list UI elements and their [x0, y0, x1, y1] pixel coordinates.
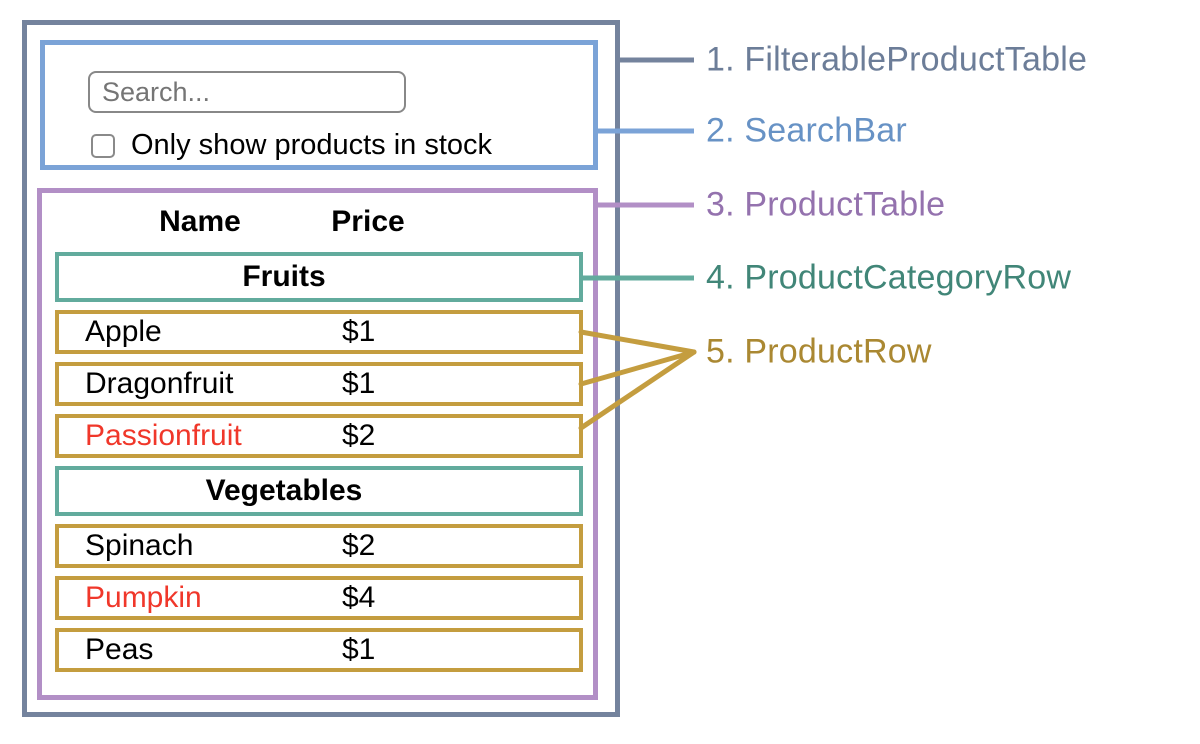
product-row-dragonfruit: Dragonfruit $1 [55, 362, 583, 406]
search-input[interactable] [88, 71, 406, 113]
category-label: Vegetables [205, 474, 363, 507]
product-price: $2 [342, 529, 376, 562]
product-name: Spinach [85, 529, 194, 562]
product-row-apple: Apple $1 [55, 310, 583, 354]
product-price: $1 [342, 633, 376, 666]
product-name: Peas [85, 633, 154, 666]
product-row-peas: Peas $1 [55, 628, 583, 672]
label-product-category-row: 4. ProductCategoryRow [706, 258, 1072, 297]
stock-filter-row: Only show products in stock [91, 129, 492, 162]
product-row-spinach: Spinach $2 [55, 524, 583, 568]
label-filterable-product-table: 1. FilterableProductTable [706, 40, 1088, 79]
label-search-bar: 2. SearchBar [706, 111, 907, 150]
category-row-fruits: Fruits [55, 252, 583, 302]
column-header-price: Price [331, 205, 405, 238]
label-product-table: 3. ProductTable [706, 185, 946, 224]
product-price: $4 [342, 581, 376, 614]
category-row-vegetables: Vegetables [55, 466, 583, 516]
table-header: Name Price [42, 205, 593, 238]
product-name: Passionfruit [85, 419, 242, 452]
in-stock-checkbox[interactable] [91, 133, 115, 158]
product-table-box: Name Price Fruits Apple $1 Dragonfruit $… [37, 188, 598, 700]
product-name: Dragonfruit [85, 367, 234, 400]
in-stock-checkbox-label: Only show products in stock [131, 129, 493, 161]
category-label: Fruits [242, 260, 326, 293]
label-product-row: 5. ProductRow [706, 332, 932, 371]
product-price: $1 [342, 315, 376, 348]
product-name: Pumpkin [85, 581, 202, 614]
product-price: $1 [342, 367, 376, 400]
search-bar-box: Only show products in stock [40, 40, 598, 170]
table-rows: Fruits Apple $1 Dragonfruit $1 Passionfr… [55, 252, 583, 680]
product-row-passionfruit: Passionfruit $2 [55, 414, 583, 458]
column-header-name: Name [159, 205, 241, 238]
product-price: $2 [342, 419, 376, 452]
product-row-pumpkin: Pumpkin $4 [55, 576, 583, 620]
product-name: Apple [85, 315, 162, 348]
